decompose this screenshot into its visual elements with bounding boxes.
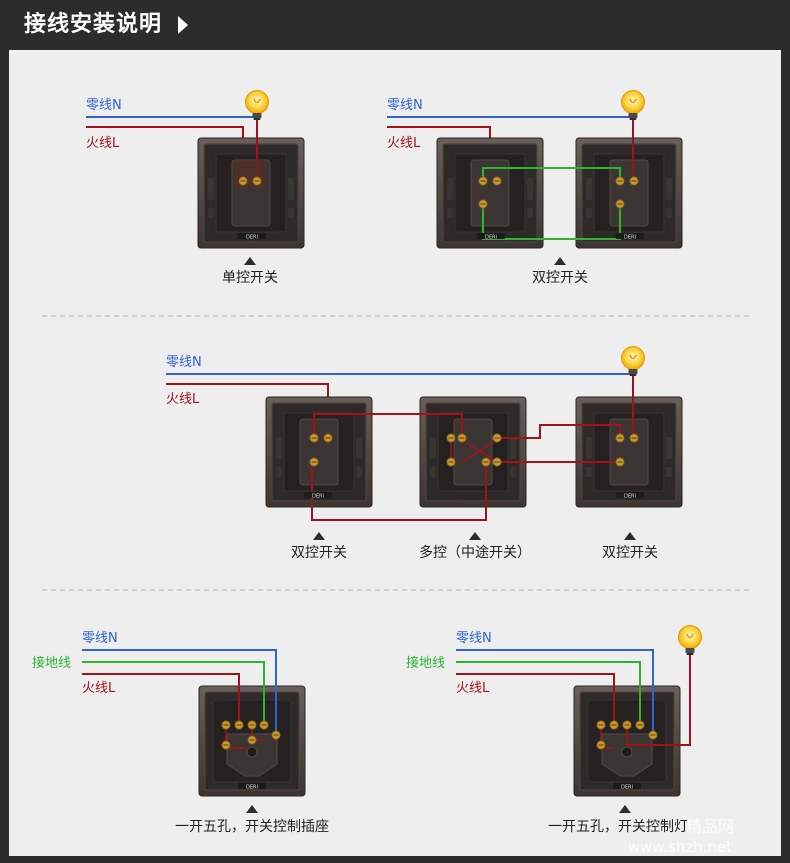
socket-diagram: 零线N 接地线 火线L DERI 一开五孔，开关控制插座	[32, 631, 329, 835]
section-single-dual: 零线N 火线L DERI 单控开关 零线N 火线L	[86, 90, 683, 286]
live-label: 火线L	[456, 681, 490, 696]
caption-socket: 一开五孔，开关控制插座	[175, 819, 329, 835]
brand-mark: DERI	[246, 785, 258, 791]
dual-switch-diagram: 零线N 火线L DERI DERI 双控开关	[387, 90, 683, 286]
brand-mark: DERI	[246, 235, 258, 241]
neutral-label: 零线N	[86, 98, 122, 113]
socket-light-diagram: 零线N 接地线 火线L DERI 一开五孔，开关控制灯	[406, 625, 702, 835]
triangle-marker-icon	[469, 532, 481, 540]
triangle-marker-icon	[554, 257, 566, 265]
watermark: 精品网 www.shzh.net	[628, 817, 734, 856]
bulb-icon	[621, 346, 645, 377]
brand-mark: DERI	[624, 494, 636, 500]
caption-multi-right: 双控开关	[602, 545, 658, 561]
triangle-marker-icon	[313, 532, 325, 540]
live-label: 火线L	[166, 392, 200, 407]
neutral-label: 零线N	[387, 98, 423, 113]
live-label: 火线L	[387, 136, 421, 151]
caption-socket-light: 一开五孔，开关控制灯	[548, 819, 688, 835]
ground-label: 接地线	[32, 655, 71, 671]
bulb-icon	[678, 625, 702, 656]
brand-mark: DERI	[624, 235, 636, 241]
brand-mark: DERI	[621, 785, 633, 791]
triangle-marker-icon	[619, 805, 631, 813]
neutral-label: 零线N	[456, 631, 492, 646]
live-label: 火线L	[82, 681, 116, 696]
bulb-icon	[245, 90, 269, 121]
section-multi-control: 零线N 火线L DERI DERI	[166, 346, 683, 561]
caption-multi-left: 双控开关	[291, 545, 347, 561]
live-label: 火线L	[86, 136, 120, 151]
page-title: 接线安装说明	[24, 12, 163, 37]
watermark-line1: 精品网	[686, 817, 734, 836]
triangle-marker-icon	[246, 805, 258, 813]
caption-dual: 双控开关	[532, 270, 588, 286]
neutral-label: 零线N	[82, 631, 118, 646]
brand-mark: DERI	[485, 235, 497, 241]
ground-label: 接地线	[406, 655, 445, 671]
header-bar: 接线安装说明	[0, 0, 790, 50]
watermark-line2: www.shzh.net	[628, 838, 732, 856]
single-switch-diagram: 零线N 火线L DERI 单控开关	[86, 90, 305, 286]
wiring-panel: 零线N 火线L DERI 单控开关 零线N 火线L	[9, 50, 781, 856]
brand-mark: DERI	[312, 494, 324, 500]
wiring-diagram: 零线N 火线L DERI 单控开关 零线N 火线L	[32, 90, 750, 856]
triangle-marker-icon	[244, 257, 256, 265]
neutral-label: 零线N	[166, 355, 202, 370]
caption-multi-mid: 多控（中途开关）	[419, 544, 531, 561]
triangle-marker-icon	[624, 532, 636, 540]
play-arrow-icon	[178, 16, 188, 34]
bulb-icon	[621, 90, 645, 121]
caption-single: 单控开关	[222, 270, 278, 286]
